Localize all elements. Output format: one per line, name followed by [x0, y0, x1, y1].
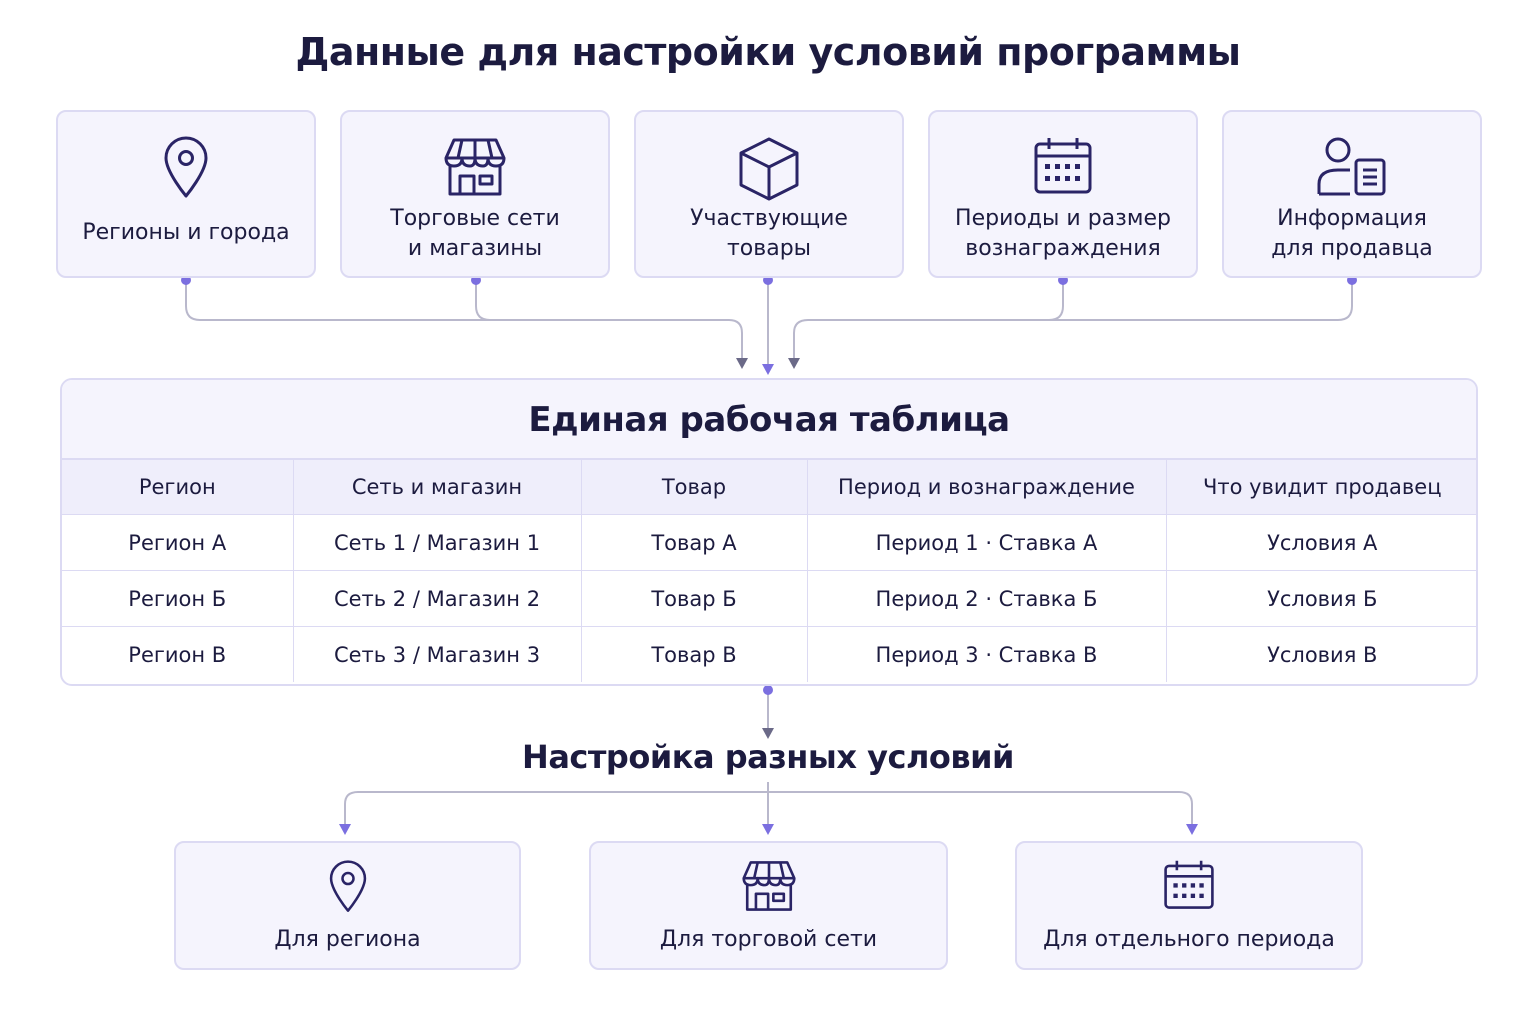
table-cell: Условия Б: [1166, 570, 1476, 627]
column-header-region: Регион: [62, 460, 294, 515]
setup-title: Настройка разных условий: [522, 738, 1014, 776]
output-card-region: Для региона: [174, 841, 521, 970]
source-card-retail-chains: Торговые сети и магазины: [340, 110, 610, 278]
table-row: Регион В Сеть 3 / Магазин 3 Товар В Пери…: [62, 626, 1476, 682]
table-cell: Сеть 2 / Магазин 2: [293, 570, 582, 627]
table-cell: Товар Б: [581, 570, 808, 627]
unified-table-panel: Единая рабочая таблица Регион Сеть и маг…: [60, 378, 1478, 686]
calendar-icon: [1164, 860, 1214, 909]
table-cell: Сеть 3 / Магазин 3: [293, 626, 582, 682]
table-cell: Период 2 · Ставка Б: [807, 570, 1167, 627]
table-title: Единая рабочая таблица: [62, 380, 1476, 460]
unified-table: Регион Сеть и магазин Товар Период и воз…: [62, 460, 1476, 682]
source-card-seller-info: Информация для продавца: [1222, 110, 1482, 278]
table-cell: Регион Б: [62, 570, 294, 627]
table-cell: Регион А: [62, 514, 294, 571]
table-cell: Регион В: [62, 626, 294, 682]
storefront-icon: [741, 861, 796, 911]
table-cell: Период 1 · Ставка А: [807, 514, 1167, 571]
page-title: Данные для настройки условий программы: [295, 30, 1241, 74]
map-pin-icon: [164, 136, 208, 198]
source-label: Информация для продавца: [1271, 206, 1433, 261]
table-cell: Условия А: [1166, 514, 1476, 571]
storefront-icon: [444, 138, 506, 196]
column-header-seller-view: Что увидит продавец: [1166, 460, 1476, 515]
calendar-icon: [1034, 138, 1092, 194]
output-label: Для региона: [274, 927, 421, 952]
output-label: Для торговой сети: [659, 927, 878, 952]
source-label: Периоды и размер вознаграждения: [955, 206, 1171, 261]
table-cell: Период 3 · Ставка В: [807, 626, 1167, 682]
source-card-products: Участвующие товары: [634, 110, 904, 278]
table-cell: Товар А: [581, 514, 808, 571]
table-header-row: Регион Сеть и магазин Товар Период и воз…: [62, 460, 1476, 515]
source-label: Регионы и города: [82, 220, 290, 245]
person-document-icon: [1317, 137, 1386, 196]
table-cell: Условия В: [1267, 642, 1378, 667]
source-label: Участвующие товары: [690, 206, 848, 261]
table-cell: Товар В: [581, 626, 808, 682]
column-header-period-reward: Период и вознаграждение: [807, 460, 1167, 515]
table-cell: Сеть 1 / Магазин 1: [293, 514, 582, 571]
output-card-retail-chain: Для торговой сети: [589, 841, 948, 970]
source-label: Торговые сети и магазины: [390, 206, 560, 261]
output-card-period: Для отдельного периода: [1015, 841, 1363, 970]
output-label: Для отдельного периода: [1043, 927, 1335, 952]
source-card-regions: Регионы и города: [56, 110, 316, 278]
source-card-periods: Периоды и размер вознаграждения: [928, 110, 1198, 278]
table-row: Регион А Сеть 1 / Магазин 1 Товар А Пери…: [62, 514, 1476, 571]
map-pin-icon: [329, 860, 366, 912]
box-icon: [739, 137, 799, 201]
column-header-product: Товар: [581, 460, 808, 515]
table-row: Регион Б Сеть 2 / Магазин 2 Товар Б Пери…: [62, 570, 1476, 627]
column-header-chain-store: Сеть и магазин: [293, 460, 582, 515]
